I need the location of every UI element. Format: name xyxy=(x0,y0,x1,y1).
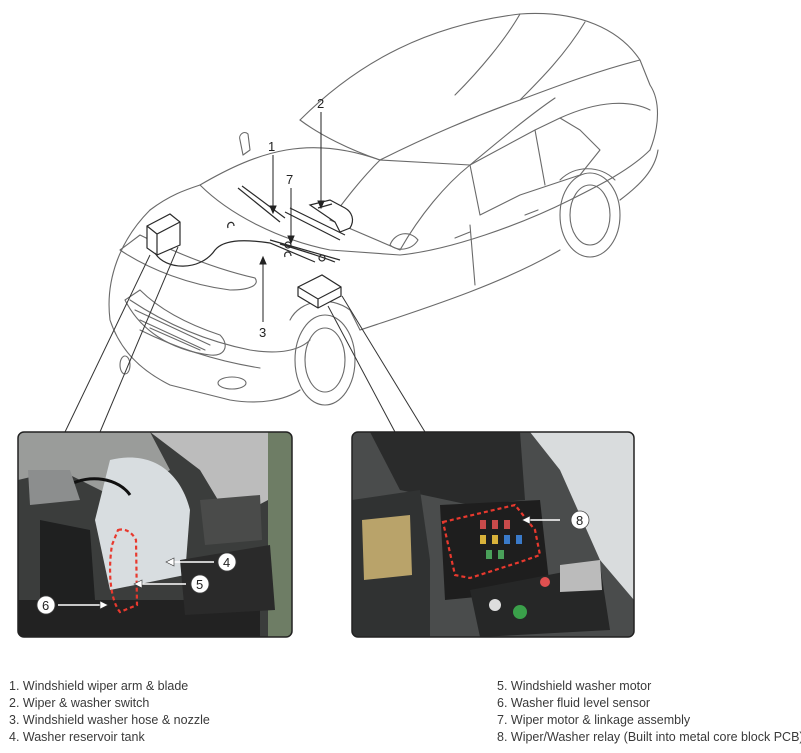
legend-item: 7. Wiper motor & linkage assembly xyxy=(497,713,691,727)
legend-item: 1. Windshield wiper arm & blade xyxy=(9,679,189,693)
callout-2: 2 xyxy=(317,96,324,111)
inset-photo-right: 8 xyxy=(351,431,635,638)
callout-5: 5 xyxy=(196,577,203,592)
legend-item: 2. Wiper & washer switch xyxy=(9,696,150,710)
washer-hose xyxy=(154,240,316,267)
callout-4: 4 xyxy=(223,555,230,570)
legend-item: 8. Wiper/Washer relay (Built into metal … xyxy=(497,730,801,744)
legend-item: 6. Washer fluid level sensor xyxy=(497,696,651,710)
reservoir-box xyxy=(146,213,181,256)
callout-3: 3 xyxy=(259,325,266,340)
callout-6: 6 xyxy=(42,598,49,613)
wiper-blade-left xyxy=(237,185,286,223)
callout-8: 8 xyxy=(576,513,583,528)
legend-item: 5. Windshield washer motor xyxy=(497,679,652,693)
relay-box xyxy=(297,274,342,309)
component-location-diagram: 1 2 7 3 xyxy=(17,12,659,638)
legend-left: 1. Windshield wiper arm & blade 2. Wiper… xyxy=(9,678,210,746)
car-drawing xyxy=(108,12,659,406)
legend-item: 4. Washer reservoir tank xyxy=(9,730,145,744)
legend-item: 3. Windshield washer hose & nozzle xyxy=(9,713,210,727)
inset-photo-left: 4 5 6 xyxy=(17,431,293,638)
callout-7: 7 xyxy=(286,172,293,187)
wiper-blade-right xyxy=(284,207,346,241)
callout-1: 1 xyxy=(268,139,275,154)
component-parts xyxy=(146,185,354,309)
legend-right: 5. Windshield washer motor 6. Washer flu… xyxy=(497,678,801,746)
